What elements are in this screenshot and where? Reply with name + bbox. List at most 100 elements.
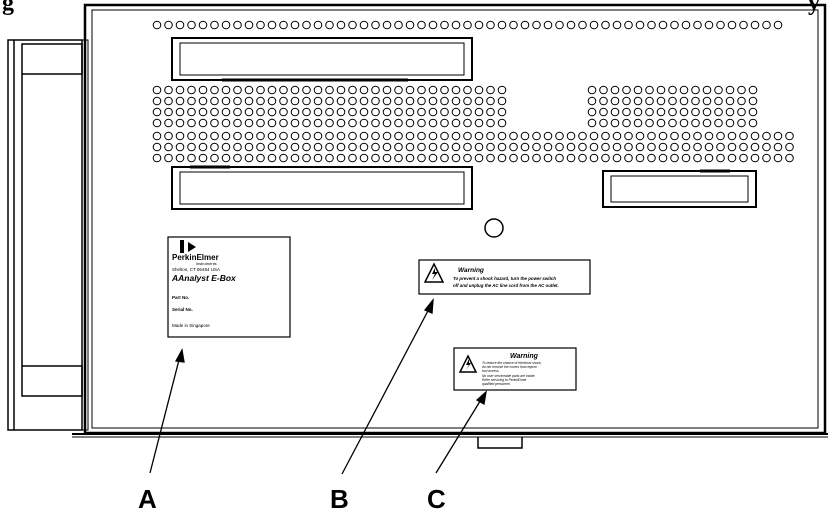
arrowhead-b <box>423 297 434 314</box>
vent-hole <box>187 118 196 128</box>
vent-hole <box>313 131 323 141</box>
vent-hole <box>382 96 392 106</box>
vent-hole <box>175 107 185 117</box>
vent-hole <box>290 96 300 106</box>
vent-hole <box>750 153 760 163</box>
vent-hole <box>610 96 620 106</box>
vent-hole <box>325 118 334 128</box>
vent-hole <box>497 142 507 152</box>
vent-hole <box>382 131 392 141</box>
vent-hole <box>394 85 403 95</box>
vent-hole <box>633 85 643 95</box>
vent-hole <box>693 153 702 163</box>
vent-hole <box>290 85 300 95</box>
chassis <box>72 3 828 449</box>
vent-hole <box>417 153 426 163</box>
vent-hole <box>509 153 518 163</box>
vent-hole <box>622 96 631 106</box>
vent-hole <box>244 131 254 141</box>
vent-hole <box>233 118 242 128</box>
vent-hole <box>428 85 438 95</box>
vent-hole <box>532 142 541 152</box>
vent-hole <box>622 107 631 117</box>
callout-b: B <box>330 484 349 514</box>
vent-hole <box>302 20 311 30</box>
vent-hole <box>221 85 231 95</box>
vent-hole <box>658 153 668 163</box>
vent-hole <box>371 107 380 117</box>
vent-hole <box>233 153 242 163</box>
vent-hole <box>359 153 369 163</box>
warning-c-line3: tool access. <box>482 369 499 373</box>
vent-hole <box>256 131 265 141</box>
vent-hole <box>656 118 666 128</box>
vent-hole <box>532 20 541 30</box>
vent-hole <box>566 20 576 30</box>
vent-hole <box>221 96 231 106</box>
vent-hole <box>164 85 173 95</box>
vent-hole <box>359 142 369 152</box>
vent-hole <box>566 153 576 163</box>
vent-hole <box>417 20 426 30</box>
vent-hole <box>750 142 760 152</box>
vent-hole <box>164 96 173 106</box>
vent-hole <box>681 142 691 152</box>
vent-hole <box>152 153 162 163</box>
vent-hole <box>658 20 668 30</box>
vent-hole <box>405 131 415 141</box>
vent-hole <box>256 153 265 163</box>
vent-hole <box>233 96 242 106</box>
warning-c-line2: do not remove the covers that require <box>482 365 537 369</box>
vent-hole <box>198 20 208 30</box>
warning-c-line6: qualified personnel. <box>482 382 511 386</box>
vent-hole <box>267 20 277 30</box>
vent-hole <box>336 131 346 141</box>
vent-hole <box>610 85 620 95</box>
vent-hole <box>152 118 162 128</box>
vent-hole <box>566 131 576 141</box>
vent-hole <box>463 96 472 106</box>
vent-hole <box>348 96 357 106</box>
vent-hole <box>405 118 415 128</box>
vent-hole <box>658 142 668 152</box>
vent-hole <box>670 131 679 141</box>
vent-hole <box>555 142 564 152</box>
vent-hole <box>463 85 472 95</box>
vent-hole <box>428 107 438 117</box>
vent-hole <box>463 142 472 152</box>
vent-hole <box>737 107 746 117</box>
vent-hole <box>164 118 173 128</box>
vent-hole <box>474 153 484 163</box>
vent-hole <box>739 142 748 152</box>
vent-hole <box>325 96 334 106</box>
vent-hole <box>336 107 346 117</box>
vent-hole <box>739 153 748 163</box>
vent-hole <box>256 96 265 106</box>
vent-hole <box>668 85 677 95</box>
vent-hole <box>279 85 288 95</box>
vent-hole <box>428 131 438 141</box>
vent-hole <box>555 153 564 163</box>
vent-hole <box>325 142 334 152</box>
vent-hole <box>164 20 173 30</box>
vent-hole <box>670 153 679 163</box>
vent-hole <box>612 131 622 141</box>
vent-hole <box>233 20 242 30</box>
vent-hole <box>520 153 530 163</box>
vent-hole <box>543 20 553 30</box>
warning-b-line1: To prevent a shock hazard, turn the powe… <box>453 276 556 281</box>
vent-hole <box>693 131 702 141</box>
vent-hole <box>645 96 654 106</box>
vent-hole <box>725 96 735 106</box>
vent-hole <box>486 153 495 163</box>
vent-hole <box>210 107 219 117</box>
vent-hole <box>210 142 219 152</box>
vent-hole <box>587 118 597 128</box>
warning-c-line1: To reduce the chance of electrical shock… <box>482 361 542 365</box>
vent-hole <box>175 85 185 95</box>
vent-hole <box>440 153 449 163</box>
vent-hole <box>164 131 173 141</box>
label-brand: PerkinElmer <box>172 253 219 262</box>
vent-hole <box>497 153 507 163</box>
